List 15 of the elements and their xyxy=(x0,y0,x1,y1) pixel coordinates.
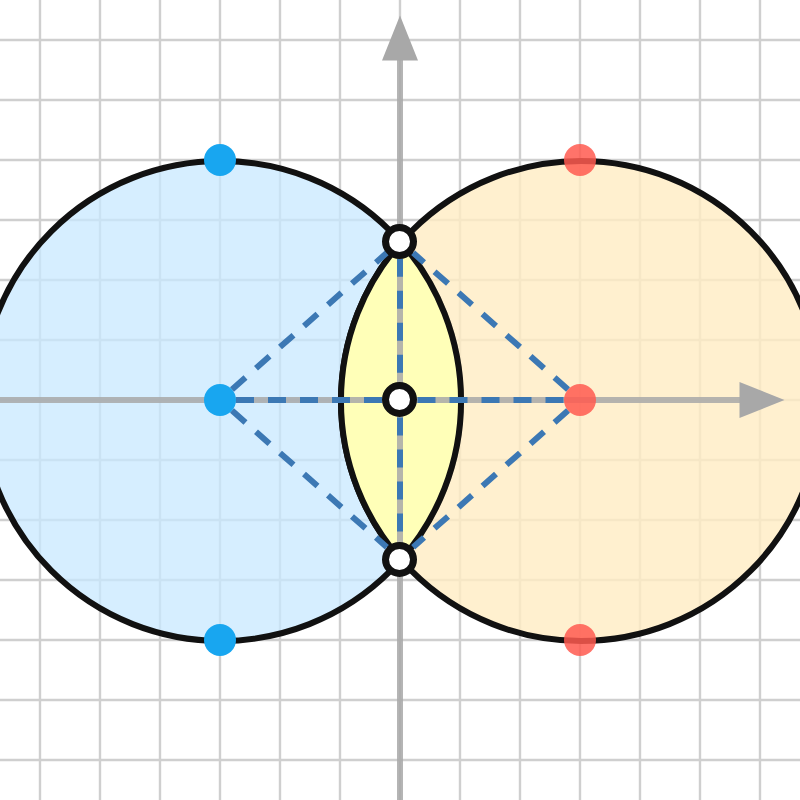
point xyxy=(204,384,236,416)
intersection-point xyxy=(382,541,418,577)
dashed-line xyxy=(230,250,389,392)
point xyxy=(204,144,236,176)
dashed-line xyxy=(411,408,570,550)
dashed-line xyxy=(236,397,383,403)
point xyxy=(382,382,418,418)
point xyxy=(564,144,596,176)
point xyxy=(204,624,236,656)
point xyxy=(564,384,596,416)
dashed-line xyxy=(230,408,389,550)
point xyxy=(564,624,596,656)
dashed-line xyxy=(417,397,564,403)
intersection-point xyxy=(382,223,418,259)
dashed-line xyxy=(411,250,570,392)
